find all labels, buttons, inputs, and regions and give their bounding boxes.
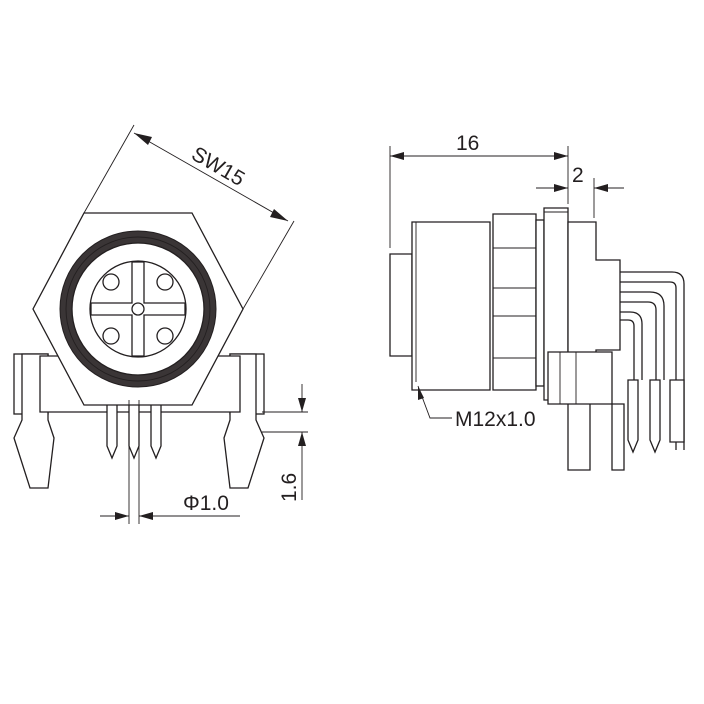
side-view-pin-tails [611, 379, 685, 471]
dimension-length-16-label: 16 [456, 132, 479, 155]
dimension-pin-length-label: 1.6 [278, 473, 301, 502]
dimension-pin-diameter [100, 400, 240, 524]
front-view-contacts [102, 273, 174, 345]
dimension-offset-2 [536, 178, 624, 218]
side-view-body [411, 221, 491, 391]
dimension-offset-2-label: 2 [572, 164, 584, 187]
front-view-pins [106, 399, 162, 460]
side-view-bent-pins [620, 271, 685, 450]
side-view-mount-block [547, 351, 613, 405]
dimension-sw15 [83, 124, 295, 310]
dimension-sw15-label: SW15 [188, 142, 249, 191]
thread-label: M12x1.0 [455, 408, 536, 431]
dimension-pin-length [262, 384, 308, 500]
dimension-pin-diameter-label: Φ1.0 [183, 492, 229, 515]
thread-leader [417, 385, 452, 419]
side-view-gasket [535, 219, 545, 387]
side-view-hex-nut [492, 213, 537, 391]
side-view-nose [389, 253, 413, 357]
dimension-length-16 [389, 146, 569, 248]
front-view [13, 212, 265, 489]
side-view [389, 207, 685, 471]
